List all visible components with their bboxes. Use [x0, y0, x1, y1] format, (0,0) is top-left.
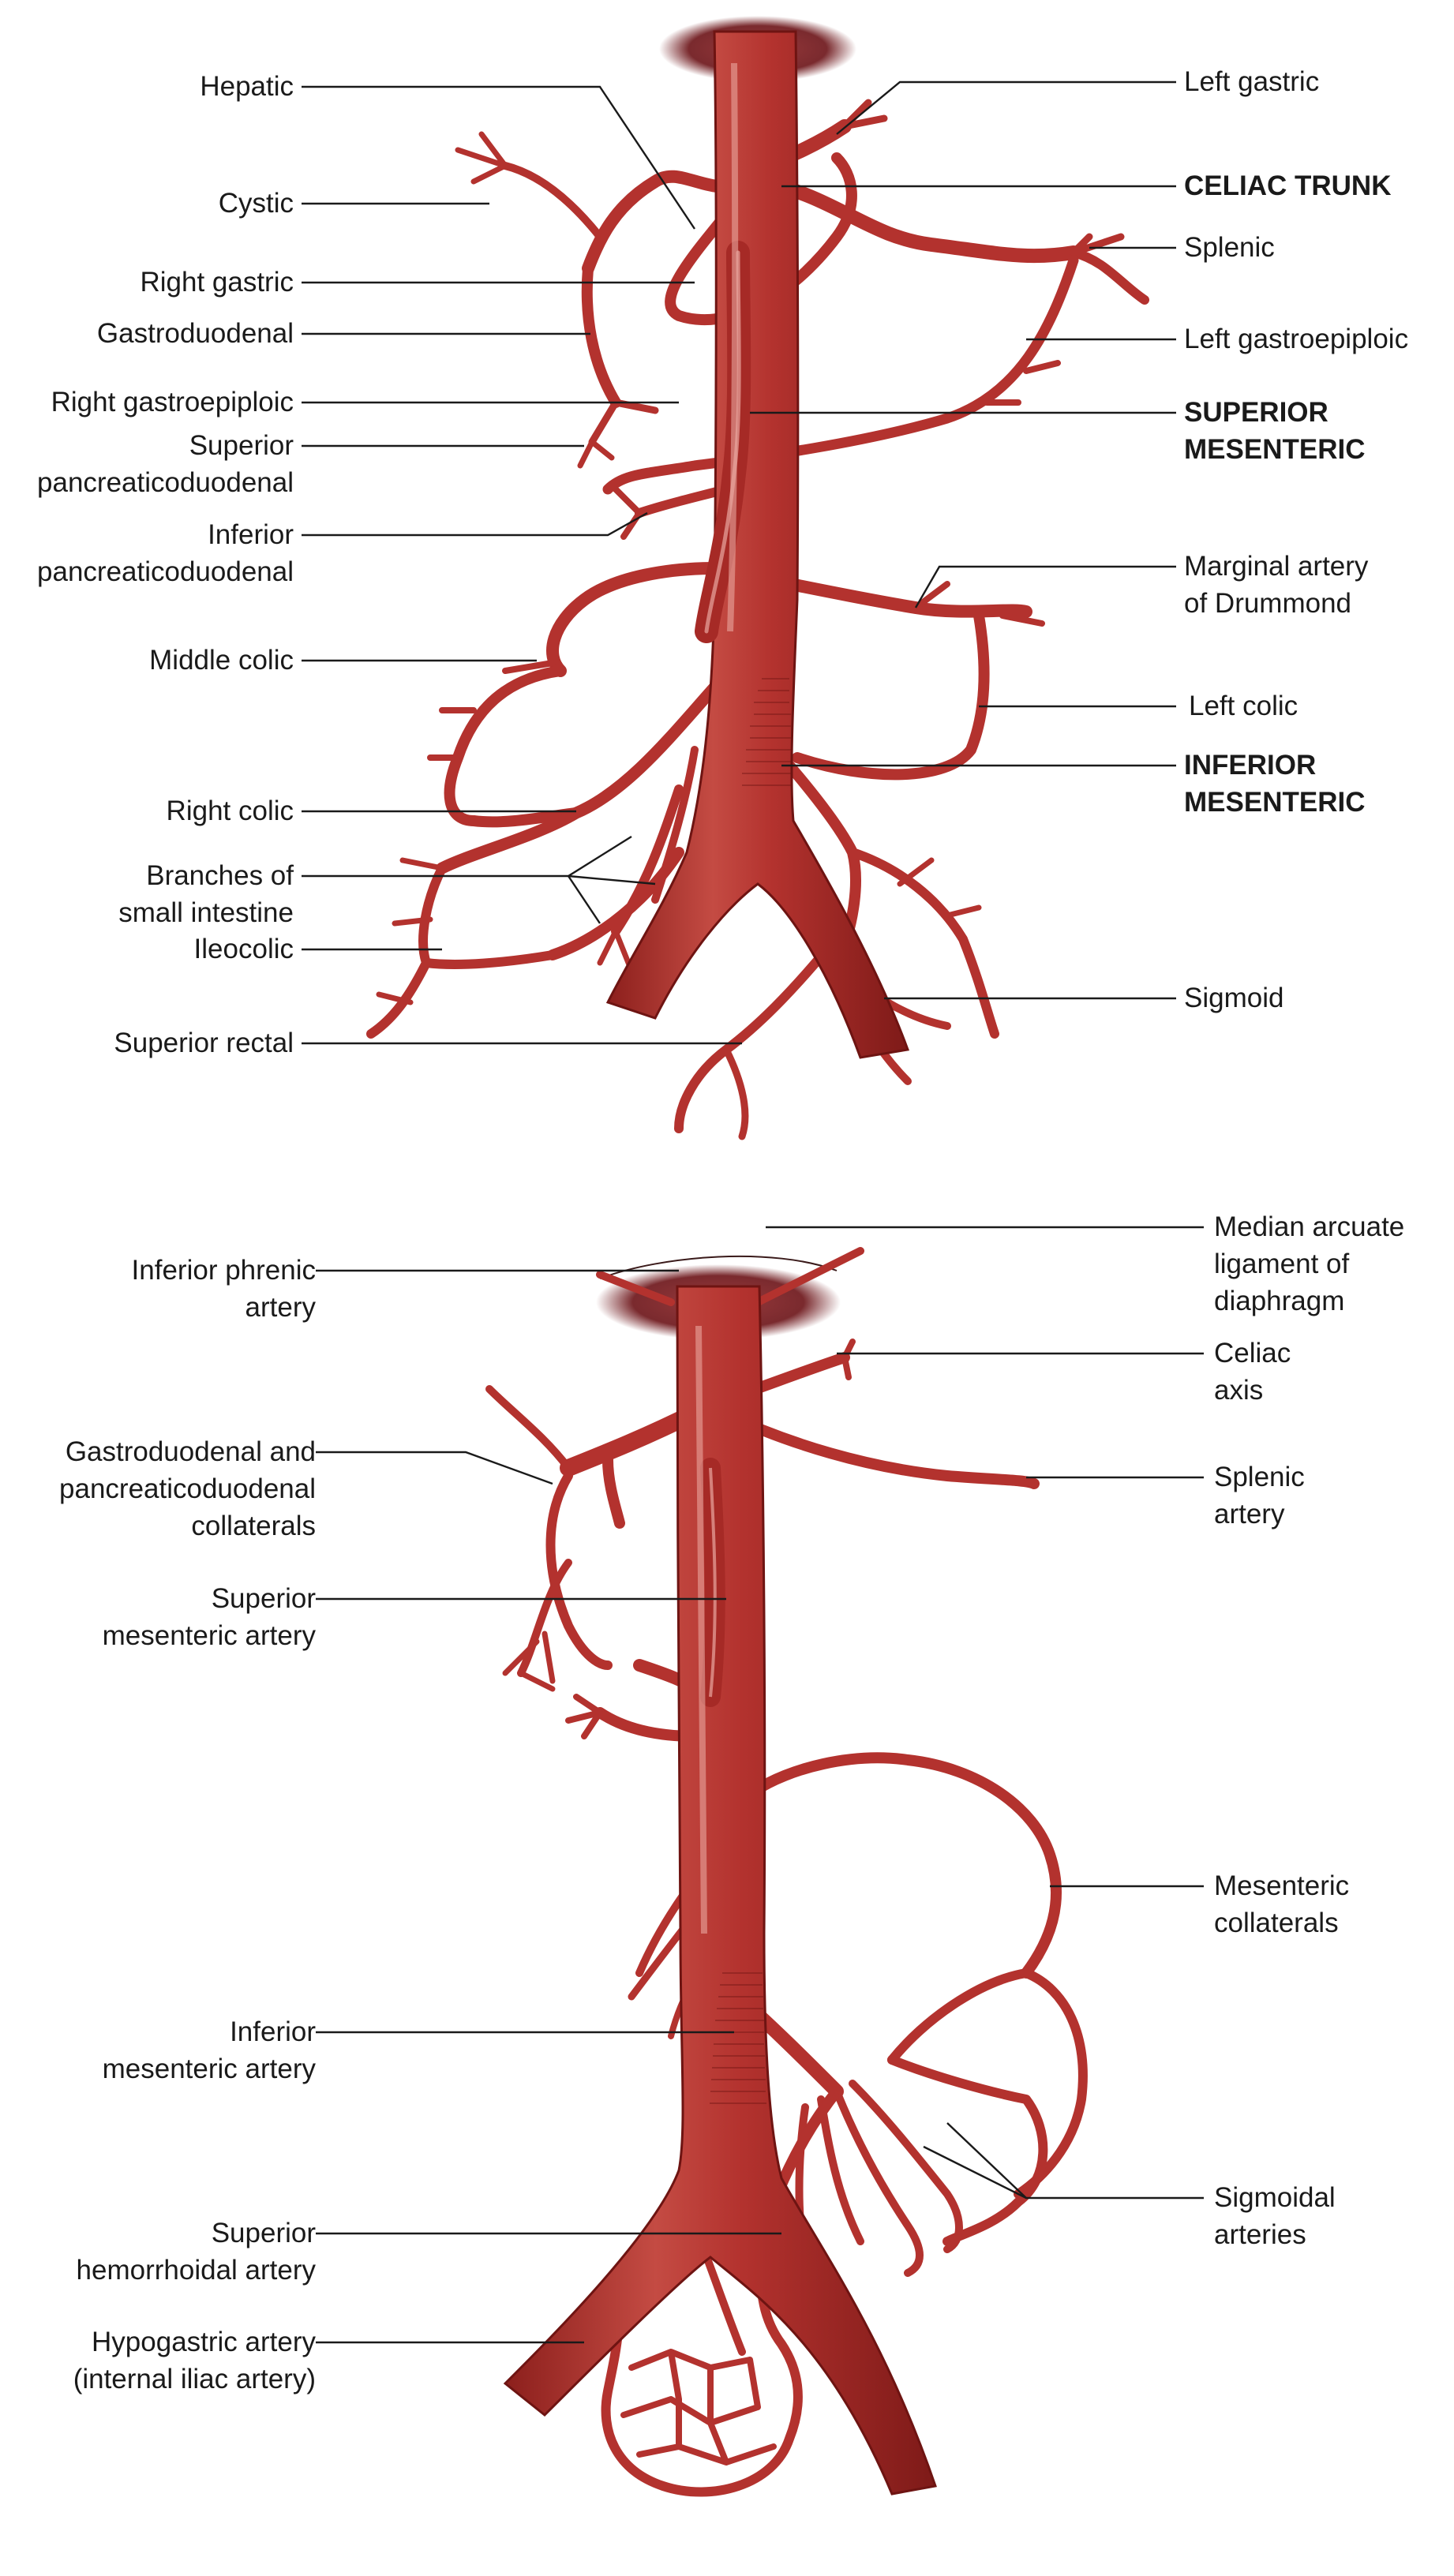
label-right-colic: Right colic — [166, 796, 294, 826]
leader-lines — [302, 80, 1204, 2344]
label-mesenteric-collaterals: Mesenteric collaterals — [1214, 1870, 1350, 1938]
label-gastroduodenal-collaterals: Gastroduodenal and pancreaticoduodenal c… — [59, 1436, 316, 1541]
label-left-gastric: Left gastric — [1184, 66, 1320, 97]
label-splenic: Splenic — [1184, 232, 1275, 263]
label-superior-mesenteric-artery: Superior mesenteric artery — [102, 1583, 316, 1651]
label-right-gastroepiploic: Right gastroepiploic — [51, 387, 294, 417]
bottom-aorta — [503, 1285, 937, 2496]
label-marginal-artery: Marginal artery of Drummond — [1184, 551, 1369, 619]
label-middle-colic: Middle colic — [149, 645, 294, 676]
label-inferior-mesenteric: INFERIOR MESENTERIC — [1184, 750, 1366, 818]
label-left-gastroepiploic: Left gastroepiploic — [1184, 324, 1409, 354]
label-branches-small-intestine: Branches of small intestine — [118, 860, 294, 928]
label-ileocolic: Ileocolic — [193, 934, 294, 964]
label-inferior-mesenteric-artery: Inferior mesenteric artery — [102, 2016, 316, 2084]
label-superior-hemorrhoidal: Superior hemorrhoidal artery — [76, 2218, 316, 2286]
label-splenic-artery: Splenic artery — [1214, 1462, 1305, 1530]
label-celiac-trunk: CELIAC TRUNK — [1184, 170, 1392, 201]
top-aorta — [605, 30, 910, 1059]
label-sigmoid: Sigmoid — [1184, 983, 1284, 1013]
label-right-gastric: Right gastric — [140, 267, 294, 298]
label-cystic: Cystic — [218, 188, 294, 219]
label-hypogastric: Hypogastric artery (internal iliac arter… — [73, 2327, 316, 2394]
label-inferior-phrenic: Inferior phrenic artery — [131, 1255, 316, 1323]
label-left-colic: Left colic — [1189, 691, 1298, 721]
label-superior-rectal: Superior rectal — [114, 1028, 294, 1058]
label-celiac-axis: Celiac axis — [1214, 1338, 1291, 1406]
label-superior-pancreaticoduodenal: Superior pancreaticoduodenal — [37, 430, 294, 498]
label-inferior-pancreaticoduodenal: Inferior pancreaticoduodenal — [37, 519, 294, 587]
label-hepatic: Hepatic — [200, 71, 294, 102]
bottom-artery-diagram — [485, 1247, 1088, 2497]
label-median-arcuate: Median arcuate ligament of diaphragm — [1214, 1211, 1405, 1316]
label-superior-mesenteric: SUPERIOR MESENTERIC — [1184, 397, 1366, 465]
label-sigmoidal-arteries: Sigmoidal arteries — [1214, 2182, 1336, 2250]
label-gastroduodenal: Gastroduodenal — [96, 318, 294, 349]
top-artery-diagram — [366, 16, 1149, 1140]
